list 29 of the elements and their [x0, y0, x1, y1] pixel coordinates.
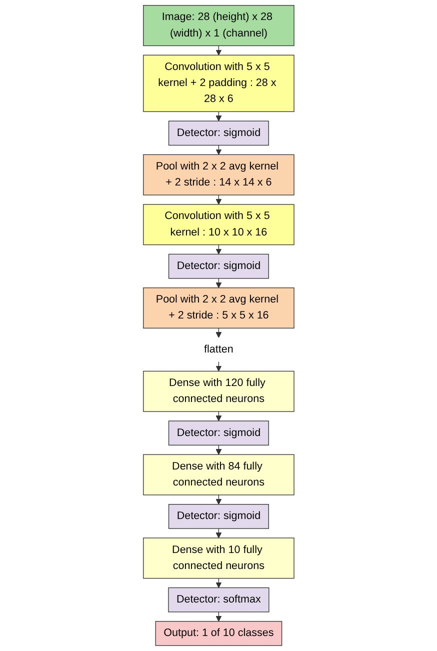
node-box: Detector: sigmoid	[168, 254, 269, 279]
node-box: Detector: sigmoid	[168, 120, 269, 146]
node-box: Detector: sigmoid	[168, 420, 269, 446]
node-box: Dense with 120 fully connected neurons	[142, 370, 294, 412]
node-text: flatten	[204, 344, 234, 356]
arrow	[216, 612, 222, 622]
arrow	[216, 194, 222, 205]
arrow	[216, 278, 222, 288]
arrow	[216, 144, 222, 155]
node-box: Detector: sigmoid	[168, 504, 269, 529]
arrow	[216, 328, 222, 338]
arrow	[216, 528, 222, 538]
node-box: Dense with 84 fully connected neurons	[142, 454, 294, 496]
arrow	[216, 361, 222, 372]
node-box: Detector: softmax	[168, 587, 270, 612]
node-box: Output: 1 of 10 classes	[155, 621, 282, 646]
node-box: Convolution with 5 x 5 kernel : 10 x 10 x 16	[142, 204, 294, 246]
arrow	[216, 411, 222, 422]
arrow	[216, 444, 222, 455]
arrow	[216, 111, 222, 122]
node-box: Pool with 2 x 2 avg kernel + 2 stride : 5 x 5 x 16	[142, 287, 294, 328]
arrow	[216, 244, 222, 254]
node-box: Convolution with 5 x 5 kernel + 2 padding : 28 x 28 x 6	[142, 54, 294, 112]
arrow	[216, 494, 222, 505]
arrow	[216, 578, 222, 588]
node-box: Pool with 2 x 2 avg kernel + 2 stride : 14 x 14 x 6	[142, 154, 294, 196]
node-box: Dense with 10 fully connected neurons	[142, 538, 294, 579]
node-box: Image: 28 (height) x 28 (width) x 1 (channel)	[142, 5, 294, 46]
arrow	[216, 45, 222, 56]
